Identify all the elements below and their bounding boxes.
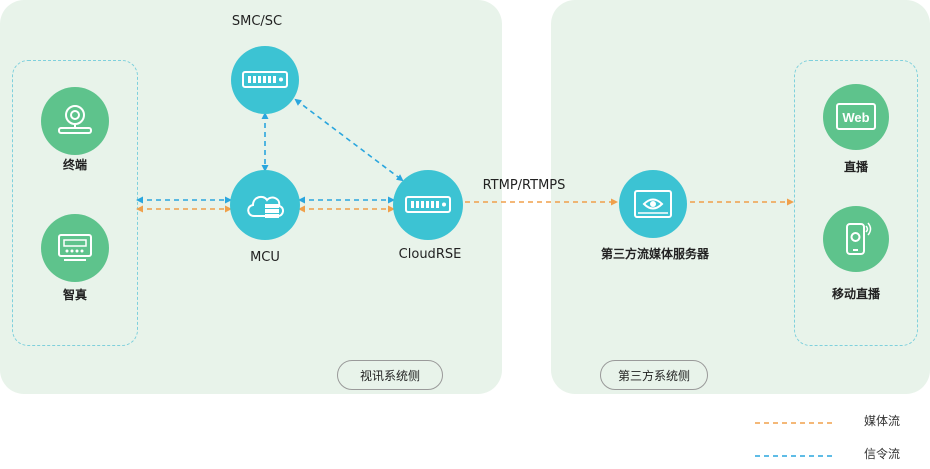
- rtmp-label: RTMP/RTMPS: [482, 178, 566, 193]
- viewer-group-box: [794, 60, 918, 346]
- live-label: 直播: [843, 160, 869, 174]
- video-system-side-pill: 视讯系统侧: [337, 360, 443, 390]
- smc-node[interactable]: [231, 46, 299, 114]
- cloud-server-icon: [247, 195, 284, 218]
- server-icon: [242, 71, 288, 88]
- live-node[interactable]: Web: [823, 84, 889, 150]
- legend-signal-label: 信令流: [864, 447, 901, 461]
- third-party-server-node[interactable]: [619, 170, 687, 238]
- server-icon: [405, 196, 451, 213]
- mobile-live-node[interactable]: [823, 206, 889, 272]
- mobile-live-label: 移动直播: [831, 287, 881, 301]
- zhizhen-label: 智真: [62, 288, 88, 302]
- smc-cloudrse-signal-link: [294, 98, 404, 182]
- legend-media-label: 媒体流: [864, 414, 901, 428]
- mcu-node[interactable]: [230, 170, 300, 240]
- terminal-node[interactable]: [41, 87, 109, 155]
- cloudrse-node[interactable]: [393, 170, 463, 240]
- third-party-side-pill: 第三方系统侧: [600, 360, 708, 390]
- mobile-phone-icon: [846, 222, 872, 255]
- zhizhen-node[interactable]: [41, 214, 109, 282]
- web-icon-text: Web: [842, 110, 869, 125]
- terminal-label: 终端: [62, 158, 88, 172]
- media-server-icon: [634, 190, 672, 218]
- web-browser-icon: Web: [836, 103, 876, 130]
- cloudrse-label: CloudRSE: [398, 247, 462, 262]
- smc-label: SMC/SC: [231, 14, 283, 29]
- telepresence-screen-icon: [58, 234, 92, 261]
- mcu-label: MCU: [250, 250, 280, 265]
- third-party-panel: [551, 0, 930, 394]
- camera-icon: [58, 105, 92, 134]
- third-party-server-label: 第三方流媒体服务器: [600, 247, 710, 261]
